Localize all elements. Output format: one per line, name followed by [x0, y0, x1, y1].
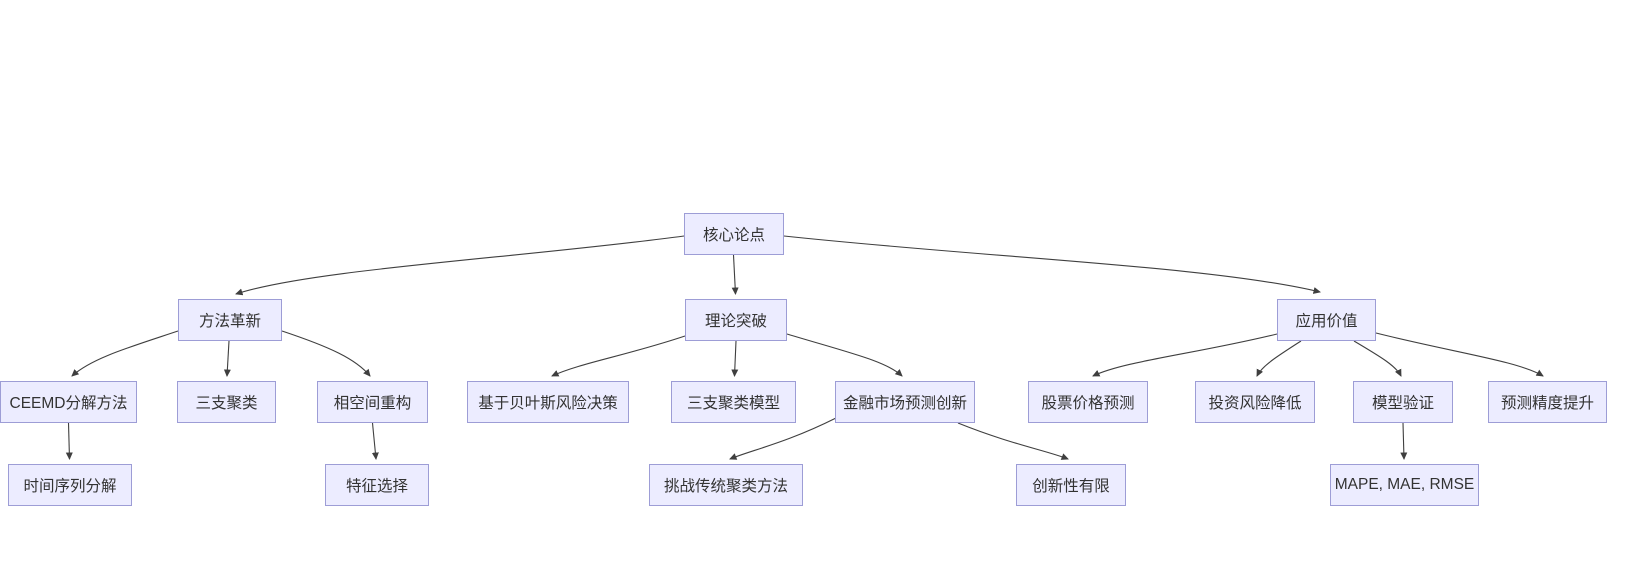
node-phase-space-reconstruction: 相空间重构	[317, 381, 428, 423]
node-label: 特征选择	[345, 478, 408, 495]
node-method-innovation: 方法革新	[178, 299, 282, 341]
node-label: 模型验证	[1371, 395, 1434, 412]
edge-theory-to-finance	[786, 333, 903, 377]
node-label: 相空间重构	[333, 395, 412, 412]
node-theory-breakthrough: 理论突破	[685, 299, 787, 341]
edge-phase-to-feature	[371, 422, 379, 460]
edge-method-to-ceemd	[71, 330, 179, 377]
node-label: 投资风险降低	[1208, 395, 1302, 412]
edge-core-to-application	[783, 235, 1321, 294]
node-mape-mae-rmse: MAPE, MAE, RMSE	[1330, 464, 1479, 506]
edge-method-to-phase	[281, 330, 371, 377]
node-label: 创新性有限	[1032, 478, 1110, 495]
edge-core-to-theory-visible	[731, 254, 739, 295]
node-model-validation: 模型验证	[1353, 381, 1453, 423]
node-label: 预测精度提升	[1500, 395, 1594, 412]
edge-application-to-stock	[1092, 333, 1278, 377]
node-label: 应用价值	[1295, 313, 1358, 330]
node-label: 三支聚类模型	[686, 395, 780, 412]
node-label: 挑战传统聚类方法	[663, 478, 788, 495]
node-label: MAPE, MAE, RMSE	[1334, 476, 1475, 493]
node-label: 三支聚类	[195, 395, 258, 412]
node-label: 股票价格预测	[1041, 395, 1135, 412]
edge-core-to-method	[235, 235, 685, 296]
node-label: 理论突破	[704, 313, 767, 330]
edge-validation-to-mape	[1400, 422, 1408, 460]
edge-application-to-risk	[1256, 340, 1302, 377]
node-bayes-risk-decision: 基于贝叶斯风险决策	[467, 381, 629, 423]
node-time-series-decomposition: 时间序列分解	[8, 464, 132, 506]
node-feature-selection: 特征选择	[325, 464, 429, 506]
node-label: 金融市场预测创新	[842, 395, 967, 412]
node-investment-risk-reduction: 投资风险降低	[1195, 381, 1315, 423]
edge-application-to-validation	[1353, 340, 1402, 377]
edge-finance-to-challenge	[729, 417, 837, 460]
node-three-way-clustering-model: 三支聚类模型	[671, 381, 796, 423]
edge-theory-to-bayes	[551, 335, 686, 377]
edge-theory-to-twcmodel	[731, 340, 739, 377]
edge-method-to-threeway	[223, 340, 231, 377]
node-label: 核心论点	[702, 227, 765, 244]
node-stock-price-prediction: 股票价格预测	[1028, 381, 1148, 423]
edge-finance-to-limited	[957, 422, 1069, 460]
node-prediction-accuracy-improvement: 预测精度提升	[1488, 381, 1607, 423]
node-three-way-clustering: 三支聚类	[177, 381, 276, 423]
node-label: 方法革新	[198, 313, 261, 330]
edge-ceemd-to-tsdecomp	[65, 422, 73, 460]
node-core-thesis: 核心论点	[684, 213, 784, 255]
node-ceemd-decomposition: CEEMD分解方法	[0, 381, 137, 423]
edge-application-to-precision	[1375, 332, 1544, 377]
node-application-value: 应用价值	[1277, 299, 1376, 341]
node-label: CEEMD分解方法	[9, 395, 128, 412]
node-challenge-traditional-clustering: 挑战传统聚类方法	[649, 464, 803, 506]
node-label: 基于贝叶斯风险决策	[478, 395, 618, 412]
node-limited-novelty: 创新性有限	[1016, 464, 1126, 506]
node-financial-market-prediction: 金融市场预测创新	[835, 381, 975, 423]
node-label: 时间序列分解	[23, 478, 117, 495]
